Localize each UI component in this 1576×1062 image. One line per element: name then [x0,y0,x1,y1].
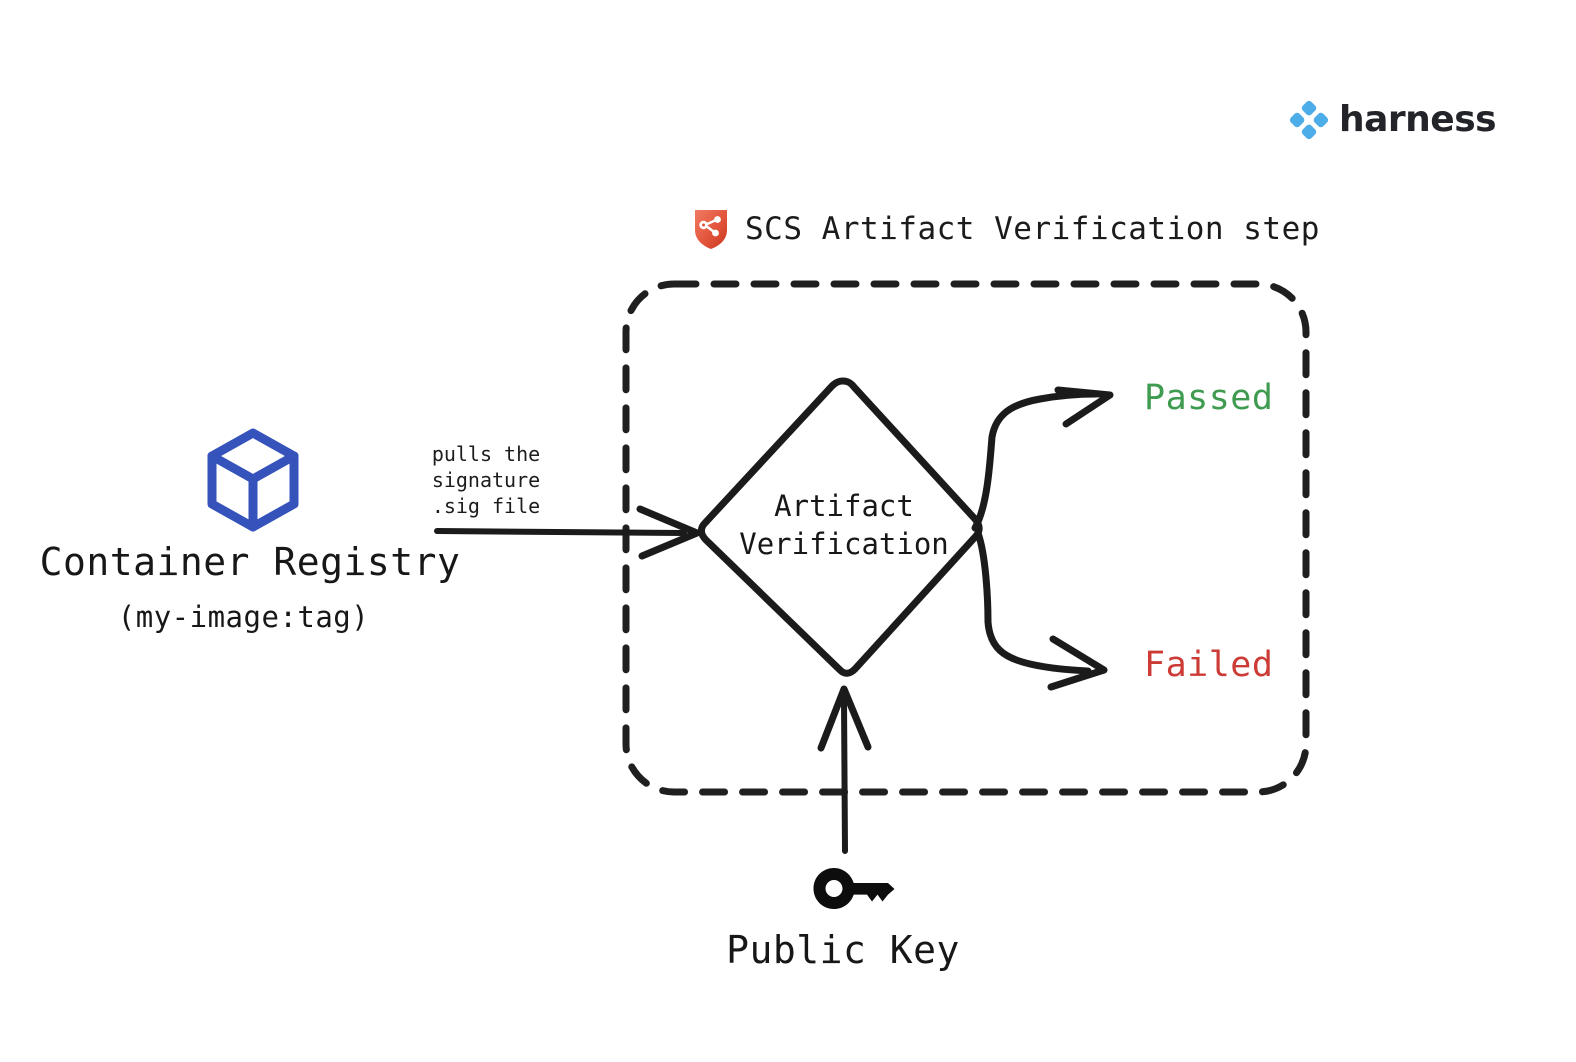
outcome-passed-label: Passed [1144,378,1274,418]
outcome-failed-label: Failed [1144,645,1274,685]
container-registry-label: Container Registry [39,540,461,584]
scs-shield-icon [695,210,727,249]
arrow-registry-to-verification [434,505,701,560]
harness-wordmark: harness [1339,99,1497,140]
scs-step-boundary [622,280,1310,796]
pull-signature-line2: .sig file [431,494,541,518]
artifact-verification-label: Artifact Verification [700,487,988,563]
container-box-icon [207,428,299,532]
artifact-verification-diamond [697,377,983,677]
arrow-verification-to-passed [971,386,1114,532]
arrow-publickey-to-verification [817,685,872,854]
harness-diamond-logo-icon [1289,100,1329,140]
artifact-verification-line2: Verification [739,527,949,561]
arrow-verification-to-failed [974,529,1108,691]
container-registry-sublabel: (my-image:tag) [117,600,370,634]
scs-step-title: SCS Artifact Verification step [693,208,1320,250]
pull-signature-edge-label: pulls the signature .sig file [372,441,600,519]
artifact-verification-line1: Artifact [774,489,914,523]
key-icon [813,868,895,909]
pull-signature-line1: pulls the signature [431,442,541,492]
scs-step-title-text: SCS Artifact Verification step [745,211,1320,247]
public-key-label: Public Key [726,928,960,972]
harness-brand: harness [1289,99,1497,140]
